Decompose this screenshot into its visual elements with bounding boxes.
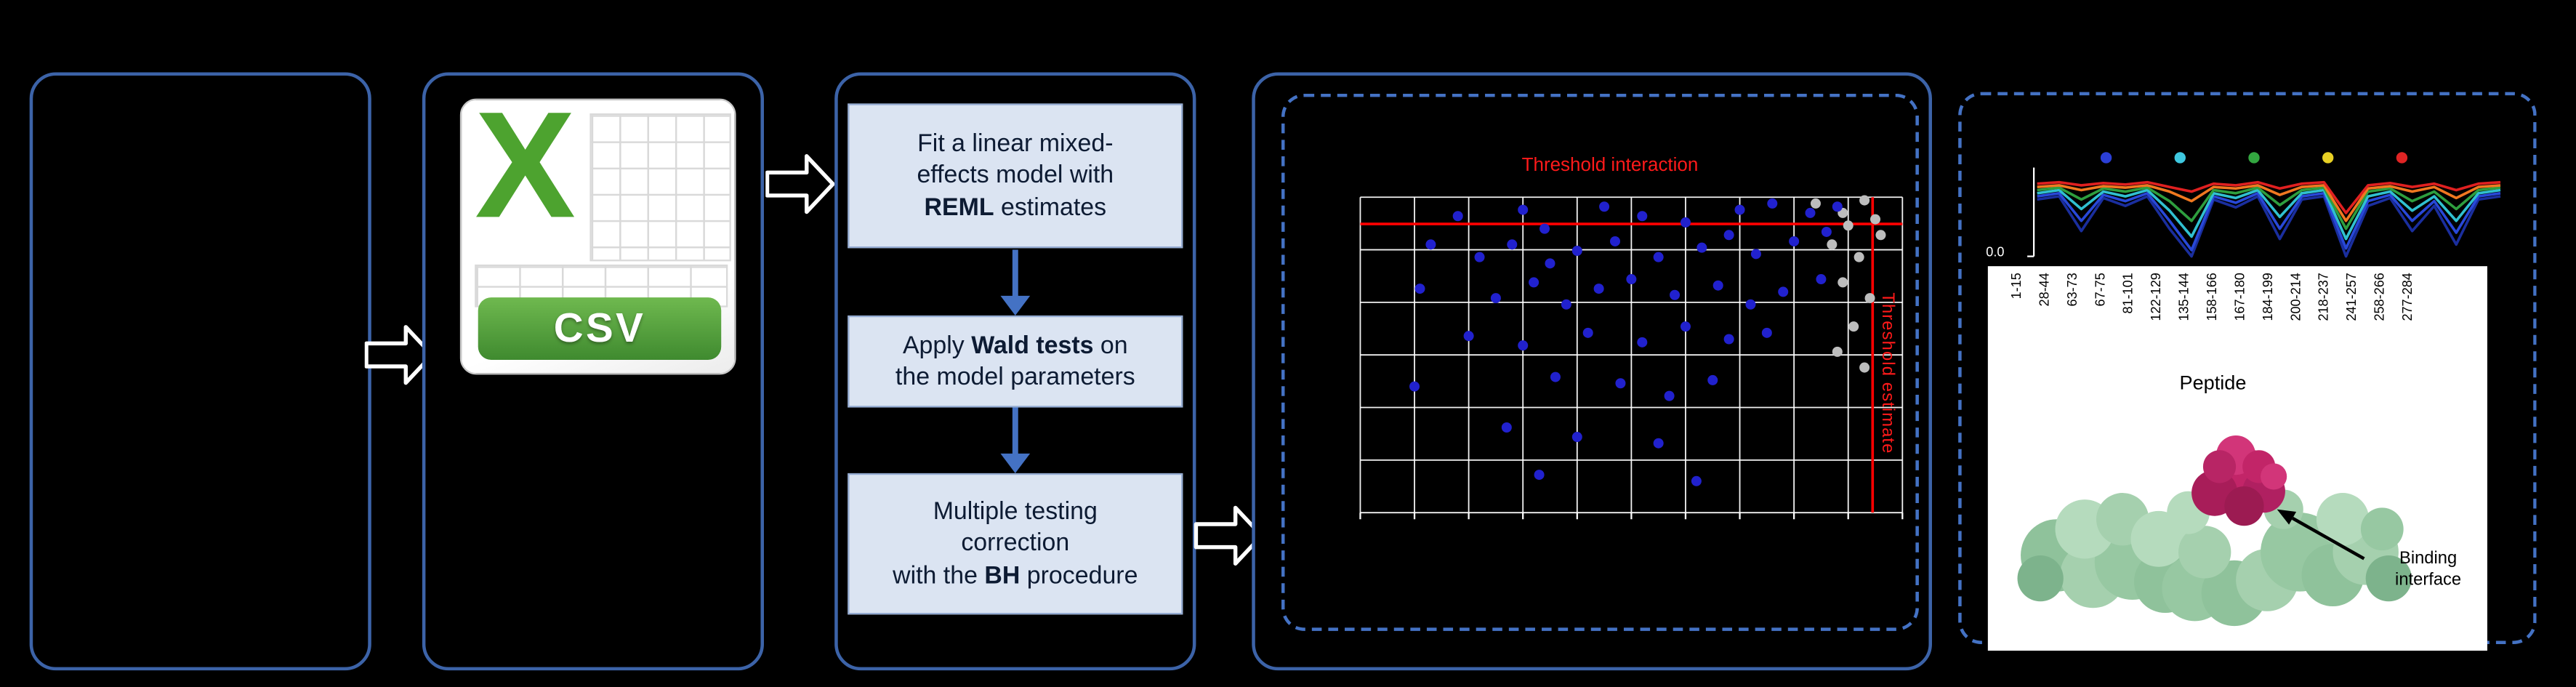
binding-interface-magenta <box>2191 435 2287 526</box>
spreadsheet-grid <box>589 113 731 262</box>
step-bh-text: Multiple testing correction with the BH … <box>893 498 1138 590</box>
volcano-panel <box>1281 93 1919 631</box>
peptide-tick-label: 81-101 <box>2120 273 2136 314</box>
peptide-tick-label: 167-180 <box>2232 273 2247 321</box>
step-wald-box: Apply Wald tests on the model parameters <box>848 315 1183 408</box>
peptide-tick-label: 28-44 <box>2037 273 2052 307</box>
peptide-tick-label: 67-75 <box>2093 273 2108 307</box>
peptide-tick-label: 241-257 <box>2344 273 2359 321</box>
annotation-arrow <box>2277 509 2365 561</box>
peptide-tick-label: 218-237 <box>2316 273 2332 321</box>
flow-arrow-2 <box>765 154 835 214</box>
scatter-plot <box>1359 195 1904 520</box>
peptide-tick-label: 200-214 <box>2288 273 2303 321</box>
threshold-estimate-label: Threshold estimate <box>1877 292 1898 454</box>
peptide-tick-label: 1-15 <box>2009 273 2024 300</box>
peptide-tick-label: 122-129 <box>2149 273 2164 321</box>
uptake-chart <box>2027 152 2501 258</box>
down-arrow-1 <box>1000 249 1031 316</box>
y-axis-tick: 0.0 <box>1986 244 2005 260</box>
peptide-tick-label: 135-144 <box>2176 273 2192 321</box>
flow-arrow-1 <box>364 325 434 385</box>
peptide-tick-label: 184-199 <box>2261 273 2276 321</box>
protein-surface-green <box>2017 489 2412 627</box>
step-reml-box: Fit a linear mixed- effects model with R… <box>848 103 1183 249</box>
input-box <box>29 72 371 671</box>
peptide-axis-title: Peptide <box>2179 371 2247 395</box>
threshold-interaction-label: Threshold interaction <box>1521 156 1699 176</box>
excel-x-letter: X <box>475 82 576 250</box>
peptide-tick-label: 158-166 <box>2205 273 2220 321</box>
peptide-tick-label: 63-73 <box>2065 273 2080 307</box>
binding-interface-label: Binding interface <box>2395 548 2462 590</box>
peptide-axis: 1-15 28-44 63-73 67-75 81-101 122-129 135-144 1… <box>2009 273 2415 368</box>
flow-arrow-3 <box>1194 505 1264 566</box>
step-bh-box: Multiple testing correction with the BH … <box>848 473 1183 615</box>
spreadsheet-grid-rows <box>475 264 728 308</box>
step-wald-text: Apply Wald tests on the model parameters <box>895 332 1135 391</box>
results-box <box>1252 72 1932 671</box>
protein-structure <box>2017 435 2412 627</box>
peptide-tick-label: 277-284 <box>2400 273 2415 321</box>
down-arrow-2 <box>1000 407 1031 473</box>
step-reml-text: Fit a linear mixed- effects model with R… <box>917 130 1114 222</box>
csv-box: X CSV <box>422 72 764 671</box>
peptide-tick-label: 258-266 <box>2372 273 2388 321</box>
csv-banner: CSV <box>478 297 722 360</box>
csv-file-icon: X CSV <box>459 82 736 375</box>
